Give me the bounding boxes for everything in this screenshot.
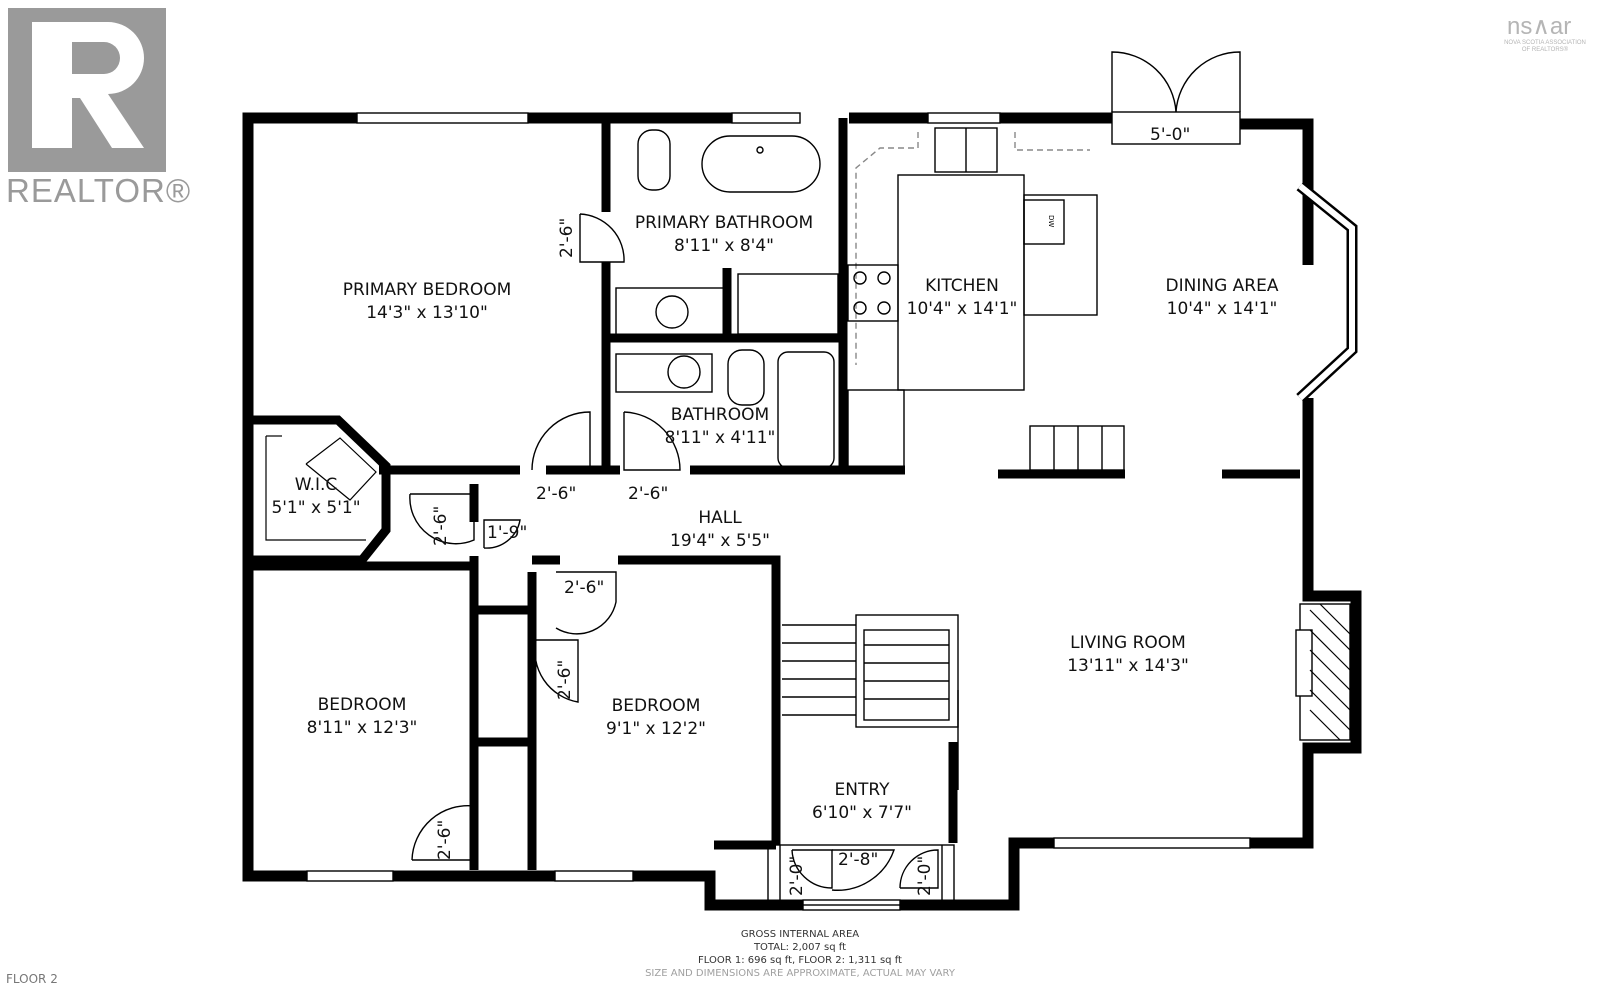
area-disclaimer: SIZE AND DIMENSIONS ARE APPROXIMATE, ACT… — [645, 968, 955, 979]
interior-walls — [248, 118, 1300, 870]
door-dim-bedroom-mid-top: 2'-6" — [564, 578, 604, 598]
windows — [306, 112, 1358, 911]
area-summary: GROSS INTERNAL AREA TOTAL: 2,007 sq ft F… — [600, 928, 1000, 980]
entry-size: 6'10" x 7'7" — [812, 803, 912, 823]
door-dim-entry-main: 2'-8" — [838, 850, 878, 870]
wic-name: W.I.C — [295, 475, 338, 495]
bathroom-size: 8'11" x 4'11" — [665, 428, 776, 448]
bedroom-mid-size: 9'1" x 12'2" — [606, 719, 706, 739]
area-title: GROSS INTERNAL AREA — [740, 929, 860, 940]
door-dim-entry-left: 2'-0" — [787, 856, 807, 896]
fireplace-icon — [1295, 603, 1351, 741]
nsar-logo-icon: ns∧ar — [1507, 13, 1572, 40]
hall-size: 19'4" x 5'5" — [670, 531, 770, 551]
dining-area-name: DINING AREA — [1166, 276, 1279, 296]
door-dim-primary-bath: 2'-6" — [557, 218, 577, 258]
door-swings — [247, 213, 939, 891]
primary-bedroom-name: PRIMARY BEDROOM — [343, 280, 512, 300]
kitchen-name: KITCHEN — [925, 276, 999, 296]
realtor-wordmark: REALTOR® — [6, 172, 192, 209]
bedroom-left-name: BEDROOM — [318, 695, 407, 715]
bathroom-fixtures — [615, 129, 839, 469]
kitchen-size: 10'4" x 14'1" — [907, 299, 1018, 319]
stairs-icon — [782, 614, 959, 790]
dishwasher-label: DW — [1047, 215, 1055, 227]
exterior-walls — [242, 112, 1362, 911]
realtor-logo-icon — [8, 8, 166, 172]
living-room-size: 13'11" x 14'3" — [1067, 656, 1189, 676]
bedroom-left-size: 8'11" x 12'3" — [307, 718, 418, 738]
door-dim-bathroom: 2'-6" — [628, 484, 668, 504]
nsar-subtitle: NOVA SCOTIA ASSOCIATION OF REALTORS® — [1504, 40, 1586, 53]
door-dim-hall-closet: 1'-9" — [487, 523, 527, 543]
wic-size: 5'1" x 5'1" — [271, 498, 360, 518]
floor-label: FLOOR 2 — [6, 972, 58, 986]
entry-vestibule — [767, 844, 955, 906]
area-total: TOTAL: 2,007 sq ft — [753, 942, 847, 953]
living-room-name: LIVING ROOM — [1070, 633, 1186, 653]
french-doors — [1111, 51, 1241, 145]
primary-bathroom-name: PRIMARY BATHROOM — [635, 213, 813, 233]
primary-bedroom-size: 14'3" x 13'10" — [366, 303, 488, 323]
kitchen-fixtures — [847, 127, 1098, 471]
hall-name: HALL — [698, 508, 742, 528]
door-dim-wic: 2'-6" — [431, 506, 451, 546]
door-dim-french: 5'-0" — [1150, 125, 1190, 145]
hall-steps-icon — [1029, 425, 1125, 471]
primary-bathroom-size: 8'11" x 8'4" — [674, 236, 774, 256]
door-dim-primary-bedroom: 2'-6" — [536, 484, 576, 504]
kitchen-counter-outline — [855, 132, 1090, 365]
entry-name: ENTRY — [835, 780, 891, 800]
closet-shelf — [265, 435, 377, 541]
bathroom-name: BATHROOM — [671, 405, 769, 425]
door-dim-bedroom-mid-side: 2'-6" — [555, 660, 575, 700]
area-floors: FLOOR 1: 696 sq ft, FLOOR 2: 1,311 sq ft — [698, 955, 902, 966]
dining-area-size: 10'4" x 14'1" — [1167, 299, 1278, 319]
bedroom-mid-name: BEDROOM — [612, 696, 701, 716]
door-dim-entry-right: 2'-0" — [915, 856, 935, 896]
door-dim-bedroom-left: 2'-6" — [435, 820, 455, 860]
